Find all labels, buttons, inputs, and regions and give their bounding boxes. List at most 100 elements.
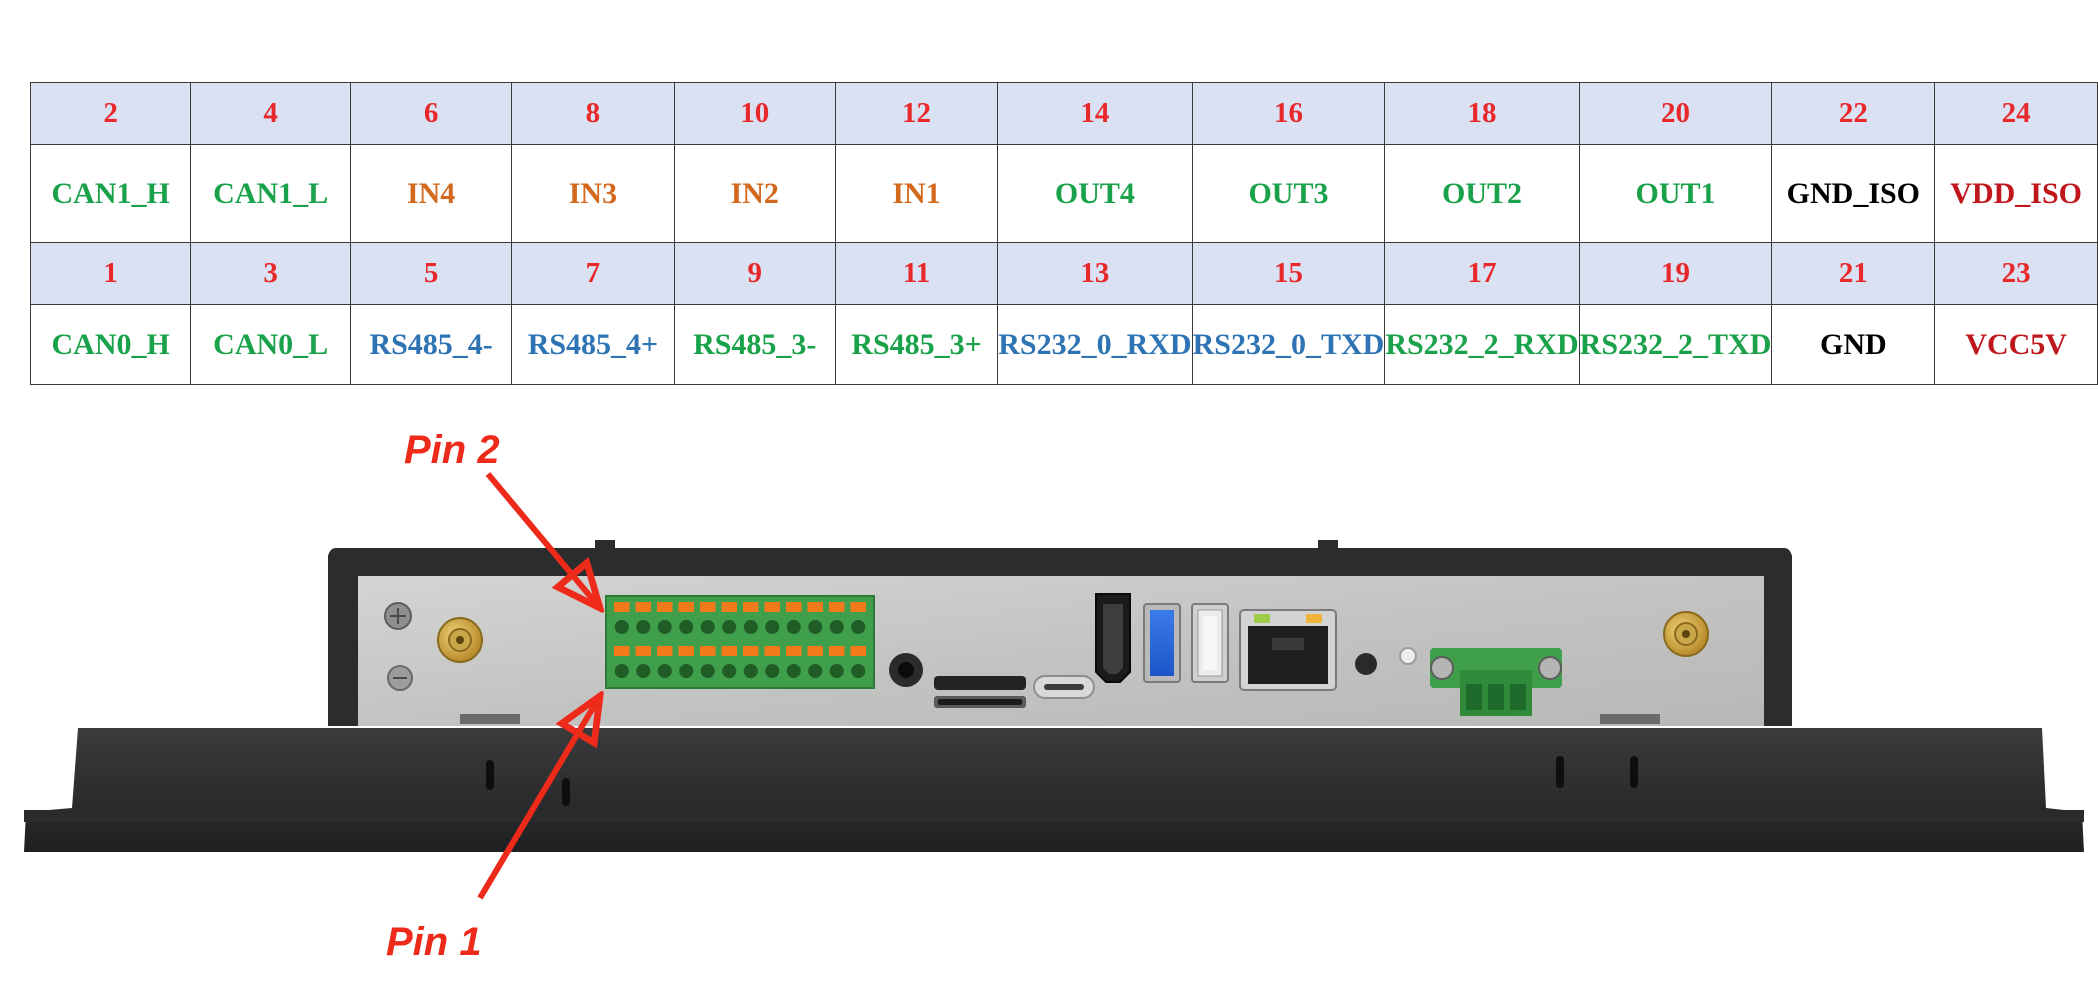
top-pin-number-cell: 12 (834, 82, 999, 145)
hdmi-port (1095, 593, 1131, 683)
terminal-lever (786, 646, 802, 656)
reset-button (1355, 653, 1377, 675)
top-pin-number-cell: 22 (1771, 82, 1936, 145)
bottom-pin-number-cell: 1 (29, 242, 192, 305)
terminal-wire-hole (808, 664, 823, 678)
terminal-wire-hole (829, 664, 844, 678)
terminal-wire-hole (679, 620, 694, 634)
terminal-lever (829, 646, 845, 656)
bottom-signal-cell: VCC5V (1934, 304, 2098, 385)
terminal-wire-hole (636, 664, 651, 678)
bottom-signal-cell: GND (1771, 304, 1936, 385)
usb3-port (1143, 603, 1181, 683)
bottom-signal-cell: RS232_2_TXD (1578, 304, 1773, 385)
terminal-lever (807, 602, 823, 612)
terminal-wire-hole (722, 664, 737, 678)
terminal-lever (635, 646, 651, 656)
top-signal-cell: IN1 (834, 144, 999, 243)
terminal-lever (786, 602, 802, 612)
top-pin-number-cell: 10 (673, 82, 836, 145)
terminal-wire-hole (614, 620, 629, 634)
terminal-lever (721, 646, 737, 656)
terminal-wire-hole (743, 664, 758, 678)
usb-c-port (1033, 675, 1095, 699)
top-pin-number-cell: 18 (1384, 82, 1580, 145)
terminal-wire-hole (722, 620, 737, 634)
top-signal-cell: OUT3 (1191, 144, 1386, 243)
bottom-pin-number-cell: 9 (673, 242, 836, 305)
terminal-wire-hole (851, 664, 866, 678)
power-terminal-pin (1510, 684, 1526, 710)
terminal-wire-hole (657, 620, 672, 634)
terminal-wire-hole (679, 664, 694, 678)
bottom-signal-cell: RS485_4+ (511, 304, 675, 385)
terminal-lever (850, 646, 866, 656)
terminal-lever (657, 602, 673, 612)
terminal-wire-hole (786, 664, 801, 678)
terminal-wire-hole (851, 620, 866, 634)
terminal-lever (807, 646, 823, 656)
audio-jack (889, 653, 923, 687)
terminal-block (605, 595, 875, 689)
top-signal-cell: OUT1 (1578, 144, 1773, 243)
front-bezel (24, 714, 2084, 852)
top-signal-cell: GND_ISO (1771, 144, 1936, 243)
pin1-arrow (477, 696, 600, 900)
terminal-wire-hole (614, 664, 629, 678)
bottom-signal-cell: RS485_3+ (834, 304, 999, 385)
top-signal-cell: CAN1_L (190, 144, 352, 243)
power-terminal-connector (1430, 648, 1562, 716)
terminal-lever (614, 646, 630, 656)
top-signal-cell: CAN1_H (29, 144, 192, 243)
top-signal-cell: OUT4 (997, 144, 1193, 243)
usb2-port (1191, 603, 1229, 683)
bottom-signal-cell: CAN0_H (29, 304, 192, 385)
bottom-signal-cell: RS485_4- (350, 304, 513, 385)
bottom-pin-number-cell: 5 (350, 242, 513, 305)
terminal-lever (700, 602, 716, 612)
terminal-lever (721, 602, 737, 612)
terminal-wire-hole (700, 664, 715, 678)
terminal-wire-hole (765, 620, 780, 634)
status-led (1399, 647, 1417, 665)
terminal-lever (678, 602, 694, 612)
terminal-wire-hole (700, 620, 715, 634)
bottom-signal-cell: RS232_0_TXD (1191, 304, 1386, 385)
bottom-pin-number-cell: 11 (834, 242, 999, 305)
terminal-wire-hole (808, 620, 823, 634)
terminal-lever (657, 646, 673, 656)
sd-card-slot (934, 676, 1026, 708)
top-signal-cell: OUT2 (1384, 144, 1580, 243)
power-terminal-pin (1488, 684, 1504, 710)
bottom-pin-number-cell: 13 (997, 242, 1193, 305)
plate-screw-top (384, 602, 412, 630)
terminal-lever (743, 602, 759, 612)
bottom-pin-number-cell: 23 (1934, 242, 2098, 305)
terminal-lever (678, 646, 694, 656)
bottom-pin-number-cell: 3 (190, 242, 352, 305)
antenna-right (1663, 611, 1709, 657)
pin1-callout-label: Pin 1 (386, 920, 482, 964)
top-pin-number-cell: 8 (511, 82, 675, 145)
terminal-lever (614, 602, 630, 612)
terminal-lever (743, 646, 759, 656)
plate-screw-bottom (387, 665, 413, 691)
terminal-wire-hole (657, 664, 672, 678)
top-signal-cell: VDD_ISO (1934, 144, 2098, 243)
top-pin-number-cell: 14 (997, 82, 1193, 145)
antenna-left (437, 617, 483, 663)
terminal-wire-hole (786, 620, 801, 634)
top-signal-cell: IN3 (511, 144, 675, 243)
terminal-lever (764, 646, 780, 656)
terminal-wire-hole (765, 664, 780, 678)
terminal-lever (764, 602, 780, 612)
power-terminal-pin (1466, 684, 1482, 710)
terminal-lever (850, 602, 866, 612)
top-pin-number-cell: 2 (29, 82, 192, 145)
top-pin-number-cell: 20 (1578, 82, 1773, 145)
